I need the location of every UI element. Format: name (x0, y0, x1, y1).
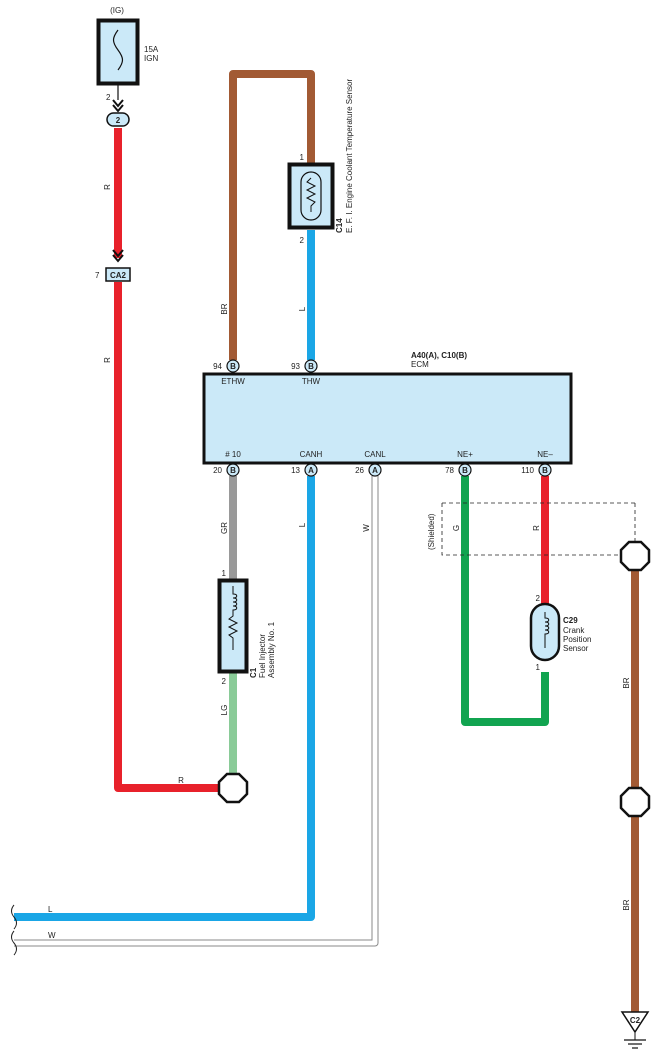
crank-pin-bottom: 1 (536, 663, 541, 672)
crank-pin-top: 2 (536, 594, 541, 603)
connector-chevron-icon (112, 99, 124, 113)
svg-text:W: W (362, 524, 371, 532)
crank-line2: Position (563, 635, 591, 644)
injector-line1: Fuel Injector (258, 634, 267, 678)
svg-text:W: W (48, 931, 56, 940)
svg-text:CANH: CANH (300, 450, 323, 459)
ect-pin-top: 1 (300, 153, 305, 162)
svg-text:G: G (452, 525, 461, 531)
wires (14, 70, 639, 1012)
svg-text:L: L (298, 306, 307, 311)
ecm-top-terminal-ethw: 94 B ETHW (213, 359, 245, 386)
shielded-label: (Shielded) (427, 513, 436, 550)
splice-shield-bottom (619, 786, 651, 818)
svg-text:20: 20 (213, 466, 222, 475)
wire-white-canl (14, 476, 379, 947)
wire-brown-ethw (229, 70, 315, 360)
fuse-rating: 15A (144, 45, 159, 54)
ecm-code: A40(A), C10(B) (411, 351, 467, 360)
svg-text:BR: BR (220, 303, 229, 314)
svg-text:R: R (532, 525, 541, 531)
wire-labels: R R R BR L GR L W G R LG BR BR L W (48, 184, 631, 940)
ect-pin-bottom: 2 (300, 236, 305, 245)
svg-text:B: B (308, 362, 314, 371)
ground-c2: C2 (620, 1011, 650, 1049)
splice-points (217, 540, 651, 818)
ecm-bottom-terminal-ne-plus: NE+ 78 B (445, 450, 473, 477)
ect-code: C14 (335, 218, 344, 233)
ect-name: E. F. I. Engine Coolant Temperature Sens… (345, 79, 354, 233)
injector-line2: Assembly No. 1 (267, 621, 276, 678)
coil-resistor-icon (227, 586, 239, 650)
wire-blue-canh (14, 476, 315, 921)
svg-text:L: L (48, 905, 53, 914)
wire-break-marks (11, 904, 17, 956)
ecm-top-terminal-thw: 93 B THW (291, 359, 321, 386)
ecm-bottom-terminal-canh: CANH 13 A (291, 450, 323, 477)
svg-text:GR: GR (220, 522, 229, 534)
fuse-icon (112, 29, 124, 71)
svg-text:B: B (462, 466, 468, 475)
wire-white-canl-inner (14, 476, 378, 946)
svg-text:# 10: # 10 (225, 450, 241, 459)
svg-text:94: 94 (213, 362, 222, 371)
svg-text:CANL: CANL (364, 450, 386, 459)
pickup-coil-icon (544, 612, 550, 648)
svg-text:78: 78 (445, 466, 454, 475)
splice-injector (217, 772, 249, 804)
svg-text:A: A (372, 466, 378, 475)
svg-text:A: A (308, 466, 314, 475)
svg-text:L: L (298, 522, 307, 527)
ca2-label: CA2 (110, 271, 127, 280)
crank-position-sensor: 2 1 C29 Crank Position Sensor (529, 594, 591, 672)
ca2-pin: 7 (95, 271, 100, 280)
fuse-supply-label: (IG) (110, 6, 124, 15)
crank-code: C29 (563, 616, 578, 625)
thermistor-icon (305, 177, 317, 212)
shield-box: (Shielded) (427, 502, 648, 556)
fuel-injector: 1 2 C1 Fuel Injector Assembly No. 1 (217, 569, 276, 686)
ecm: A40(A), C10(B) ECM (202, 351, 573, 465)
fuse-pin: 2 (106, 93, 111, 102)
wire-green-ne-plus (461, 476, 549, 726)
ecm-name: ECM (411, 360, 429, 369)
svg-text:BR: BR (622, 677, 631, 688)
ect-sensor: 1 2 C14 E. F. I. Engine Coolant Temperat… (287, 79, 354, 245)
svg-text:BR: BR (622, 899, 631, 910)
svg-text:110: 110 (521, 466, 534, 475)
svg-text:B: B (230, 466, 236, 475)
terminal-label-ethw: ETHW (221, 377, 245, 386)
ecm-bottom-terminal-10: # 10 20 B (213, 450, 241, 477)
crank-line3: Sensor (563, 644, 589, 653)
ground-label: C2 (630, 1016, 641, 1025)
injector-pin-top: 1 (222, 569, 227, 578)
svg-text:B: B (230, 362, 236, 371)
crank-line1: Crank (563, 626, 585, 635)
svg-text:NE–: NE– (537, 450, 553, 459)
svg-text:LG: LG (220, 705, 229, 716)
svg-text:26: 26 (355, 466, 364, 475)
svg-text:93: 93 (291, 362, 300, 371)
fuse-ign: (IG) 15A IGN 2 2 (96, 6, 159, 127)
splice-shield-top (619, 540, 651, 572)
junction-ca2: CA2 7 (95, 249, 131, 282)
injector-code: C1 (249, 667, 258, 678)
svg-text:NE+: NE+ (457, 450, 473, 459)
terminal-label-thw: THW (302, 377, 321, 386)
injector-pin-bottom: 2 (222, 677, 227, 686)
fuse-connector (106, 112, 130, 127)
svg-text:13: 13 (291, 466, 300, 475)
fuse-connector-pin: 2 (116, 116, 121, 125)
ecm-bottom-terminal-canl: CANL 26 A (355, 450, 386, 477)
svg-text:B: B (542, 466, 548, 475)
fuse-name: IGN (144, 54, 158, 63)
ecm-bottom-terminal-ne-minus: NE– 110 B (521, 450, 553, 477)
svg-text:R: R (178, 776, 184, 785)
junction-chevron-icon (112, 249, 124, 263)
wire-red-ca2-splice (114, 282, 220, 792)
svg-text:R: R (103, 184, 112, 190)
svg-text:R: R (103, 357, 112, 363)
